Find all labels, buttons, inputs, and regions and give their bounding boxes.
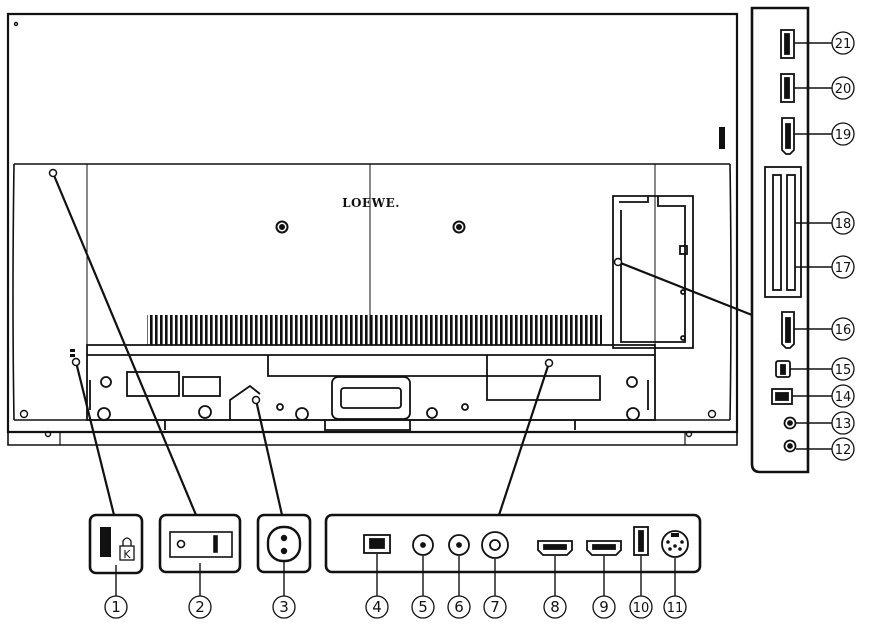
- callout-label: 5: [418, 598, 428, 616]
- callout-11: 11: [663, 595, 687, 619]
- callout-2: 2: [188, 595, 212, 619]
- svg-text:K: K: [123, 548, 131, 561]
- callout-9: 9: [592, 595, 616, 619]
- callout-circle: [831, 437, 855, 461]
- ventilation-slots: [147, 315, 602, 345]
- callout-7: 7: [483, 595, 507, 619]
- ac-power-socket-icon: [266, 525, 302, 563]
- callout-label: 19: [835, 128, 852, 143]
- callout-1: 1: [104, 595, 128, 619]
- callout-17: 17: [831, 255, 855, 279]
- hdmi-port-icon: [537, 540, 573, 556]
- callout-15: 15: [831, 357, 855, 381]
- callout-4: 4: [365, 595, 389, 619]
- lock-slot-marker: [70, 349, 75, 357]
- callout-circle: [592, 595, 616, 619]
- lan-port-icon: [363, 534, 391, 554]
- callout-label: 11: [667, 601, 684, 616]
- callout-label: 17: [835, 261, 852, 276]
- callout-12: 12: [831, 437, 855, 461]
- usb-port-icon: [780, 29, 795, 59]
- ci-slot-icon: [764, 166, 802, 298]
- callout-label: 6: [454, 598, 464, 616]
- callout-label: 15: [835, 363, 852, 378]
- callout-circle: [663, 595, 687, 619]
- callout-circle: [831, 76, 855, 100]
- callout-circle: [831, 255, 855, 279]
- callout-circle: [629, 595, 653, 619]
- callout-label: 16: [835, 323, 852, 338]
- leader-line-ends: [48, 168, 623, 405]
- callout-circle: [831, 384, 855, 408]
- callout-6: 6: [447, 595, 471, 619]
- callout-label: 7: [490, 598, 500, 616]
- callout-14: 14: [831, 384, 855, 408]
- callout-circle: [365, 595, 389, 619]
- callout-5: 5: [411, 595, 435, 619]
- callout-label: 3: [279, 598, 289, 616]
- callout-19: 19: [831, 122, 855, 146]
- callout-circle: [831, 211, 855, 235]
- usb-port-icon: [633, 526, 649, 556]
- connector-panel-box: [324, 513, 702, 574]
- callout-10: 10: [629, 595, 653, 619]
- bottom-connector-strip: [86, 344, 656, 431]
- callout-label: 12: [835, 443, 852, 458]
- audio-jack-icon: [783, 416, 797, 430]
- mini-din-socket-icon: [661, 530, 689, 558]
- callout-circle: [188, 595, 212, 619]
- callout-3: 3: [272, 595, 296, 619]
- brand-logo: LOEWE.: [342, 196, 400, 210]
- audio-jack-icon: [783, 439, 797, 453]
- corner-screws: [13, 21, 717, 438]
- callout-label: 13: [835, 417, 852, 432]
- kensington-lock-box: K: [88, 513, 144, 575]
- callout-circle: [483, 595, 507, 619]
- callout-circle: [831, 31, 855, 55]
- callout-circle: [272, 595, 296, 619]
- callout-20: 20: [831, 76, 855, 100]
- wall-mount-points: [275, 220, 466, 234]
- power-switch-icon: [169, 531, 233, 558]
- callout-label: 18: [835, 217, 852, 232]
- rear-connection-module: [612, 195, 694, 349]
- callout-label: 20: [835, 82, 852, 97]
- callout-16: 16: [831, 317, 855, 341]
- callout-circle: [831, 357, 855, 381]
- leader-lines: [51, 172, 753, 516]
- callout-circle: [447, 595, 471, 619]
- callout-circle: [411, 595, 435, 619]
- housing-side-marking: [719, 127, 725, 149]
- callout-circle: [831, 317, 855, 341]
- callout-label: 9: [599, 598, 609, 616]
- callout-21: 21: [831, 31, 855, 55]
- side-callout-leaders: [790, 42, 832, 450]
- callout-13: 13: [831, 411, 855, 435]
- callout-circle: [831, 122, 855, 146]
- kensington-lock-slot-icon: K: [100, 527, 135, 561]
- hdmi-port-icon: [781, 311, 795, 349]
- satellite-socket-icon: [481, 531, 509, 559]
- callout-circle: [831, 411, 855, 435]
- hdmi-port-icon: [586, 540, 622, 556]
- callout-label: 8: [550, 598, 560, 616]
- hdmi-port-icon: [781, 117, 795, 155]
- callout-18: 18: [831, 211, 855, 235]
- callout-8: 8: [543, 595, 567, 619]
- callout-label: 4: [372, 598, 382, 616]
- bottom-callout-leaders: [115, 554, 676, 596]
- callout-label: 10: [633, 601, 650, 616]
- callout-label: 1: [111, 598, 121, 616]
- callout-label: 14: [835, 390, 852, 405]
- callout-label: 21: [835, 37, 852, 52]
- side-connection-panel: [750, 6, 810, 474]
- antenna-socket-icon: [412, 534, 434, 556]
- callout-circle: [104, 595, 128, 619]
- callout-circle: [543, 595, 567, 619]
- callout-label: 2: [195, 598, 205, 616]
- antenna-socket-icon: [448, 534, 470, 556]
